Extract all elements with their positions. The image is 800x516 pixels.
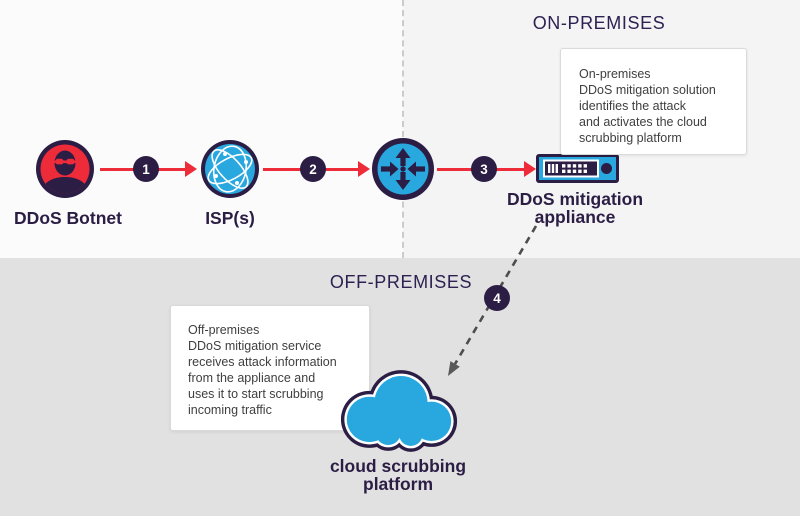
step-1-number: 1 <box>142 161 150 177</box>
step-3-number: 3 <box>480 161 488 177</box>
cloud-icon <box>340 370 458 452</box>
on-premises-zone-left <box>0 0 403 258</box>
callout-line: receives attack information <box>188 355 337 369</box>
ddos-botnet-label: DDoS Botnet <box>14 208 122 228</box>
router-icon <box>372 138 434 200</box>
step-3-badge: 3 <box>471 156 497 182</box>
attack-arrow-2-head <box>358 161 370 177</box>
on-premises-heading: ON-PREMISES <box>532 13 666 33</box>
off-premises-callout: Off-premises DDoS mitigation service rec… <box>170 305 370 431</box>
step-1-badge: 1 <box>133 156 159 182</box>
network-appliance-icon <box>536 154 619 183</box>
hacker-avatar-icon <box>36 140 94 198</box>
step-2-number: 2 <box>309 161 317 177</box>
globe-network-icon <box>201 140 259 198</box>
cloud-label-line1: cloud scrubbing <box>329 456 467 476</box>
on-premises-callout: On-premises DDoS mitigation solution ide… <box>560 48 747 155</box>
callout-line: DDoS mitigation solution <box>579 83 716 97</box>
callout-line: On-premises <box>579 67 651 81</box>
callout-line: identifies the attack <box>579 99 687 113</box>
off-premises-heading: OFF-PREMISES <box>329 272 473 292</box>
callout-line: DDoS mitigation service <box>188 339 322 353</box>
attack-arrow-3-head <box>524 161 536 177</box>
step-2-badge: 2 <box>300 156 326 182</box>
step-4-badge: 4 <box>484 285 510 311</box>
isp-label: ISP(s) <box>205 208 255 228</box>
appliance-label: DDoS mitigation appliance <box>485 189 665 227</box>
callout-line: from the appliance and <box>188 371 316 385</box>
callout-line: and activates the cloud <box>579 115 707 129</box>
cloud-label-line2: platform <box>363 473 433 494</box>
cloud-scrubbing-label: cloud scrubbing platform <box>308 456 488 494</box>
callout-line: Off-premises <box>188 323 260 337</box>
zone-divider-dashed-line <box>402 0 404 258</box>
appliance-label-line1: DDoS mitigation <box>506 189 644 209</box>
callout-line: incoming traffic <box>188 403 272 417</box>
callout-line: uses it to start scrubbing <box>188 387 324 401</box>
step-4-number: 4 <box>493 290 501 306</box>
appliance-label-line2: appliance <box>534 206 616 227</box>
callout-line: scrubbing platform <box>579 131 682 145</box>
attack-arrow-1-head <box>185 161 197 177</box>
